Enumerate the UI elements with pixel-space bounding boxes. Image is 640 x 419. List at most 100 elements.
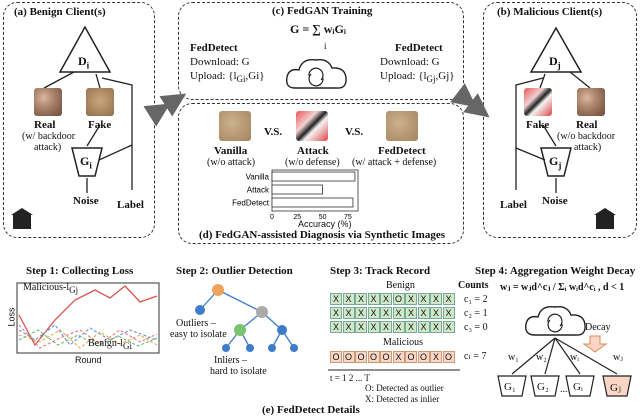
malicious-real-note2: attack) bbox=[574, 142, 602, 153]
benign-cell: X bbox=[380, 321, 392, 333]
weight-j: wⱼ bbox=[613, 352, 623, 363]
step3-title: Step 3: Track Record bbox=[330, 265, 431, 277]
fedgan-training-box bbox=[178, 2, 464, 100]
benign-fake-image bbox=[86, 88, 114, 116]
benign-cell: X bbox=[330, 307, 342, 319]
malicious-noise-label: Noise bbox=[542, 195, 568, 207]
attack-image bbox=[296, 111, 328, 141]
bar-attack bbox=[271, 184, 323, 195]
malicious-disc-label: Dj bbox=[549, 54, 561, 71]
vanilla-note: (w/o attack) bbox=[207, 157, 256, 168]
weight-2: w₂ bbox=[536, 352, 547, 363]
benign-cell: X bbox=[405, 293, 417, 305]
left-download: Download: G bbox=[190, 56, 250, 68]
bar-vanilla bbox=[271, 171, 356, 182]
benign-cell: X bbox=[417, 307, 430, 319]
benign-cell: X bbox=[442, 307, 455, 319]
malicious-cell: X bbox=[430, 351, 442, 363]
benign-cell: X bbox=[342, 307, 355, 319]
benign-cell: X bbox=[392, 307, 405, 319]
benign-cell: X bbox=[417, 293, 430, 305]
counts-header: Counts bbox=[458, 280, 489, 291]
malicious-cell: O bbox=[380, 351, 392, 363]
benign-noise-label: Noise bbox=[73, 195, 99, 207]
gen-2: G₂ bbox=[537, 381, 549, 393]
malicious-gen-label: Gj bbox=[549, 154, 562, 171]
benign-cell: X bbox=[355, 307, 367, 319]
benign-cell: O bbox=[392, 293, 405, 305]
malicious-cell: O bbox=[342, 351, 355, 363]
count-c3: c₃ = 0 bbox=[464, 322, 488, 333]
benign-cell: X bbox=[367, 293, 380, 305]
right-upload: Upload: {lGj,Gj} bbox=[380, 70, 455, 85]
feddetect-image bbox=[386, 111, 418, 141]
decay-label: Decay bbox=[585, 322, 611, 333]
malicious-real-note: (w/o backdoor bbox=[557, 131, 616, 142]
diagnosis-box bbox=[178, 103, 464, 244]
time-axis: t = 1 2 ... T bbox=[330, 373, 370, 383]
outliers-label2: easy to isolate bbox=[170, 329, 227, 340]
benign-loss-label: Benign-lGi bbox=[88, 338, 132, 351]
benign-cell: X bbox=[367, 307, 380, 319]
malicious-cell: O bbox=[405, 351, 417, 363]
benign-cell: X bbox=[355, 293, 367, 305]
benign-cell: X bbox=[380, 307, 392, 319]
benign-cell: X bbox=[430, 293, 442, 305]
malicious-cell: X bbox=[392, 351, 405, 363]
left-upload: Upload: {lGi,Gi} bbox=[190, 70, 265, 85]
right-download: Download: G bbox=[380, 56, 440, 68]
weight-1: w₁ bbox=[508, 352, 519, 363]
benign-cell: X bbox=[330, 293, 342, 305]
malicious-real-label: Real bbox=[576, 119, 598, 131]
benign-title: (a) Benign Client(s) bbox=[14, 6, 106, 18]
malicious-client-box bbox=[483, 2, 637, 238]
vs2: V.S. bbox=[345, 126, 364, 138]
benign-cell: X bbox=[380, 293, 392, 305]
attack-label: Attack bbox=[297, 145, 329, 157]
bar-feddetect bbox=[271, 197, 354, 208]
diagnosis-title: (d) FedGAN-assisted Diagnosis via Synthe… bbox=[199, 229, 445, 241]
benign-real-note2: attack) bbox=[34, 142, 62, 153]
benign-header: Benign bbox=[386, 280, 415, 291]
benign-disc-label: Di bbox=[78, 54, 90, 71]
malicious-cell: O bbox=[355, 351, 367, 363]
legend-o: O: Detected as outlier bbox=[365, 383, 444, 393]
gens-dots: ... bbox=[560, 384, 568, 395]
decay-formula: wⱼ = wⱼd^cⱼ / Σᵢ wᵢd^cᵢ , d < 1 bbox=[500, 282, 625, 293]
inliers-label: Inliers – bbox=[214, 355, 248, 366]
benign-cell: X bbox=[330, 321, 342, 333]
gen-i: Gᵢ bbox=[573, 381, 583, 393]
benign-cell: X bbox=[392, 321, 405, 333]
attack-note: (w/o defense) bbox=[285, 157, 340, 168]
legend-x: X: Detected as inlier bbox=[365, 394, 440, 404]
count-c2: c₂ = 1 bbox=[464, 308, 488, 319]
x-tick-25: 25 bbox=[293, 214, 301, 221]
malicious-fake-label: Fake bbox=[526, 119, 550, 131]
x-tick-0: 0 bbox=[270, 214, 274, 221]
category-label-attack: Attack bbox=[247, 186, 270, 195]
vs1: V.S. bbox=[264, 126, 283, 138]
training-formula: G = ∑ wᵢGᵢ bbox=[290, 22, 346, 36]
chart-xlabel: Accuracy (%) bbox=[298, 219, 352, 229]
malicious-fake-image bbox=[524, 88, 552, 116]
benign-real-label: Real bbox=[34, 119, 56, 131]
gen-1: G₁ bbox=[504, 381, 516, 393]
outliers-label: Outliers – bbox=[176, 318, 216, 329]
feddetect-note: (w/ attack + defense) bbox=[352, 157, 437, 168]
malicious-header: Malicious bbox=[383, 337, 423, 348]
benign-cell: X bbox=[405, 307, 417, 319]
benign-label-label: Label bbox=[117, 199, 144, 211]
step4-title: Step 4: Aggregation Weight Decay bbox=[475, 265, 636, 277]
malicious-label-label: Label bbox=[500, 199, 527, 211]
inliers-label2: hard to isolate bbox=[210, 366, 267, 377]
benign-cell: X bbox=[405, 321, 417, 333]
left-feddetect-head: FedDetect bbox=[190, 42, 238, 54]
vanilla-image bbox=[219, 111, 251, 141]
training-title: (c) FedGAN Training bbox=[272, 5, 373, 17]
